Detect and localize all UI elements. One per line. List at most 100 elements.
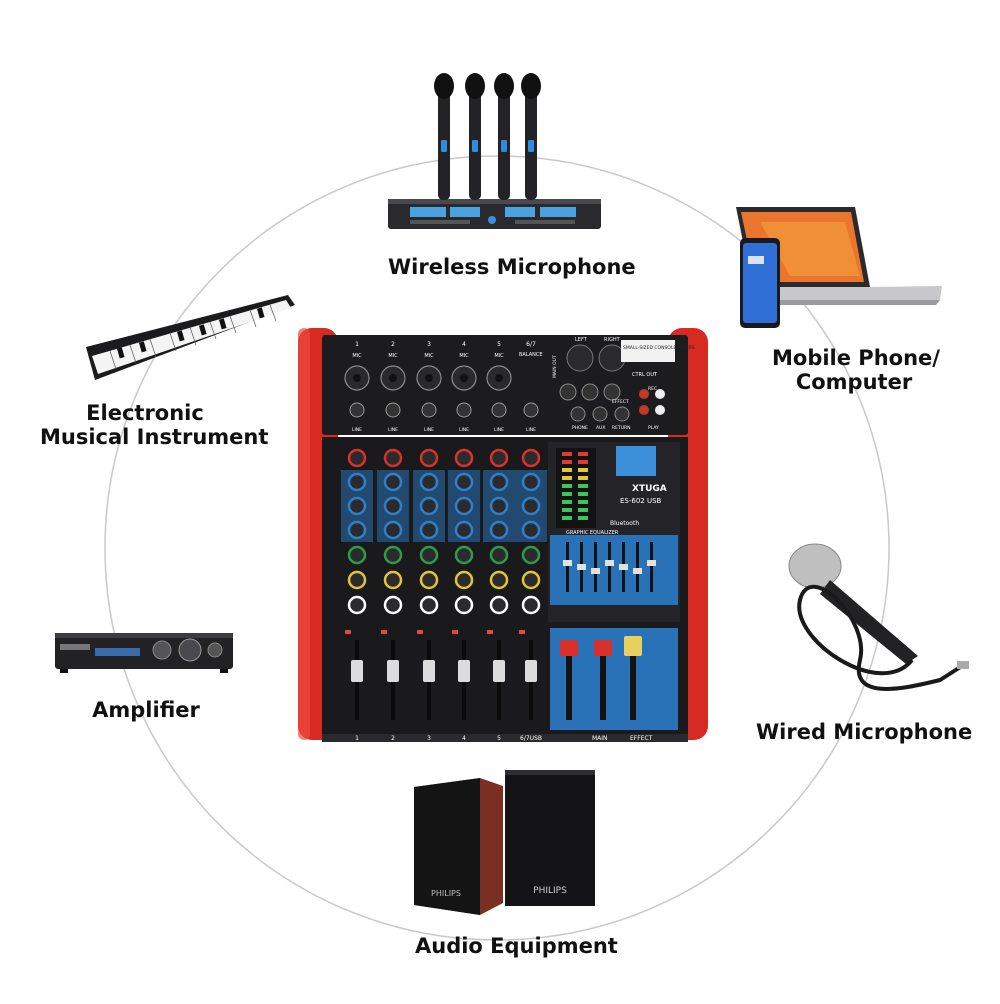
- vu-led: [578, 516, 588, 520]
- mic-label-2: MIC: [388, 353, 398, 359]
- mixer-graphic-eq: GRAPHIC EQUALIZER: [566, 530, 619, 536]
- vu-led: [562, 468, 572, 472]
- channel-knob: [383, 595, 403, 615]
- channel-knob: [521, 595, 541, 615]
- channel-knob: [521, 520, 541, 540]
- vu-led: [578, 484, 588, 488]
- amplifier-label: Amplifier: [92, 698, 200, 722]
- vu-led: [578, 460, 588, 464]
- channel-knob: [347, 448, 367, 468]
- channel-knob: [347, 570, 367, 590]
- line-label-5: LINE: [494, 427, 504, 433]
- eq-slider-track: [636, 542, 639, 592]
- channel-knob: [454, 570, 474, 590]
- mixer-console-image: 1MICLINE2MICLINE3MICLINE4MICLINE5MICLINE…: [298, 328, 708, 742]
- eq-slider-track: [566, 542, 569, 592]
- vu-led: [562, 452, 572, 456]
- channel-knob: [489, 545, 509, 565]
- mic-label-5: MIC: [494, 353, 504, 359]
- wireless-microphone-label: Wireless Microphone: [388, 255, 636, 279]
- line-label-3: LINE: [424, 427, 434, 433]
- electronic-musical-instrument-label: Electronic Musical Instrument: [40, 401, 269, 450]
- line-label-2: LINE: [388, 427, 398, 433]
- channel-number-4: 4: [462, 341, 466, 348]
- channel-footer-5: 5: [497, 735, 501, 742]
- eq-slider-cap: [577, 564, 586, 570]
- peak-led-5: [487, 630, 493, 634]
- fader-cap-2: [387, 660, 399, 682]
- channel-knob: [347, 545, 367, 565]
- channel-knob: [521, 570, 541, 590]
- fader-cap-5: [493, 660, 505, 682]
- channel-knob: [347, 472, 367, 492]
- mixer-ctrl-out-label: CTRL OUT: [632, 372, 658, 378]
- wired-microphone-label: Wired Microphone: [756, 720, 973, 744]
- mic-label-3: MIC: [424, 353, 434, 359]
- electronic-label-line2: Musical Instrument: [40, 425, 269, 450]
- channel-knob: [419, 545, 439, 565]
- mixer-right-label: RIGHT: [604, 337, 621, 343]
- channel-knob: [419, 448, 439, 468]
- channel-knob: [383, 570, 403, 590]
- xlr-jack-core: [495, 374, 503, 382]
- channel-knob: [419, 496, 439, 516]
- mixer-phone-label: PHONE: [572, 425, 588, 431]
- mobile-phone-label-line1: Mobile Phone/: [772, 346, 940, 370]
- channel-knob: [419, 520, 439, 540]
- xlr-jack-core: [389, 374, 397, 382]
- vu-led: [562, 484, 572, 488]
- mixer-return-label: RETURN: [612, 425, 631, 431]
- mobile-phone-computer-image: [736, 207, 942, 328]
- line-label-1: LINE: [352, 427, 362, 433]
- channel-knob: [347, 496, 367, 516]
- channel-knob: [454, 520, 474, 540]
- mixer-brand: XTUGA: [632, 484, 667, 494]
- mic-label-1: MIC: [352, 353, 362, 359]
- channel-knob: [454, 545, 474, 565]
- channel-number-2: 2: [391, 341, 395, 348]
- channel-knob: [454, 448, 474, 468]
- line-label-4: LINE: [459, 427, 469, 433]
- vu-led: [562, 476, 572, 480]
- line-jack-3: [421, 402, 437, 418]
- xlr-jack-core: [460, 374, 468, 382]
- peak-led-3: [417, 630, 423, 634]
- mixer-aux-label: AUX: [596, 425, 605, 431]
- channel-knob: [489, 520, 509, 540]
- channel-knob: [489, 595, 509, 615]
- connection-ring: [104, 155, 890, 941]
- eq-slider-cap: [619, 564, 628, 570]
- mixer-main-footer: MAIN: [592, 735, 608, 742]
- peak-led-6: [519, 630, 525, 634]
- xlr-jack-core: [353, 374, 361, 382]
- eq-slider-cap: [647, 560, 656, 566]
- channel-knob: [454, 496, 474, 516]
- channel-footer-1: 1: [355, 735, 359, 742]
- channel-knob: [521, 496, 541, 516]
- peak-led-4: [452, 630, 458, 634]
- vu-led: [562, 508, 572, 512]
- line-jack-2: [385, 402, 401, 418]
- audio-equipment-label: Audio Equipment: [415, 934, 618, 958]
- channel-knob: [489, 472, 509, 492]
- mic-label-4: MIC: [459, 353, 469, 359]
- peak-led-2: [381, 630, 387, 634]
- channel-knob: [489, 570, 509, 590]
- mixer-main-out-label: MAIN OUT: [552, 355, 558, 378]
- eq-slider-cap: [563, 560, 572, 566]
- channel-knob: [454, 472, 474, 492]
- channel-number-5: 5: [497, 341, 501, 348]
- fader-cap-6: [525, 660, 537, 682]
- vu-led: [578, 476, 588, 480]
- mixer-badge: SMALL-SIZED CONSOLE MIXERS: [623, 345, 695, 351]
- mixer-play-label: PLAY: [648, 425, 659, 431]
- mixer-model: ES-602 USB: [620, 497, 662, 505]
- channel-knob: [383, 472, 403, 492]
- line-label-6: LINE: [526, 427, 536, 433]
- fader-cap-4: [458, 660, 470, 682]
- peak-led-1: [345, 630, 351, 634]
- channel-number-1: 1: [355, 341, 359, 348]
- mobile-phone-computer-label: Mobile Phone/ Computer: [772, 346, 940, 394]
